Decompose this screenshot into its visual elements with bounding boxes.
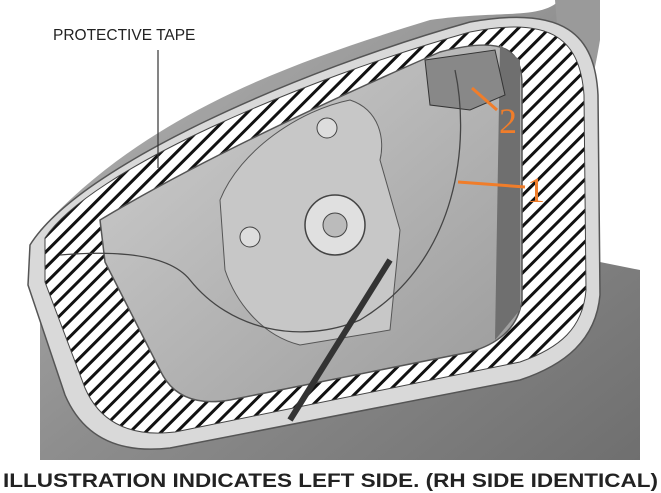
callout-2-leader bbox=[471, 86, 498, 112]
harness-wire bbox=[59, 69, 462, 333]
screw bbox=[239, 226, 261, 248]
protective-tape-label: PROTECTIVE TAPE bbox=[53, 27, 195, 44]
screw bbox=[316, 117, 338, 139]
callout-1-leader bbox=[457, 180, 526, 189]
callout-1: 1 bbox=[527, 170, 545, 210]
mirror-backing bbox=[59, 44, 523, 422]
caption: ILLUSTRATION INDICATES LEFT SIDE. (RH SI… bbox=[3, 471, 658, 492]
callout-2: 2 bbox=[499, 101, 517, 141]
